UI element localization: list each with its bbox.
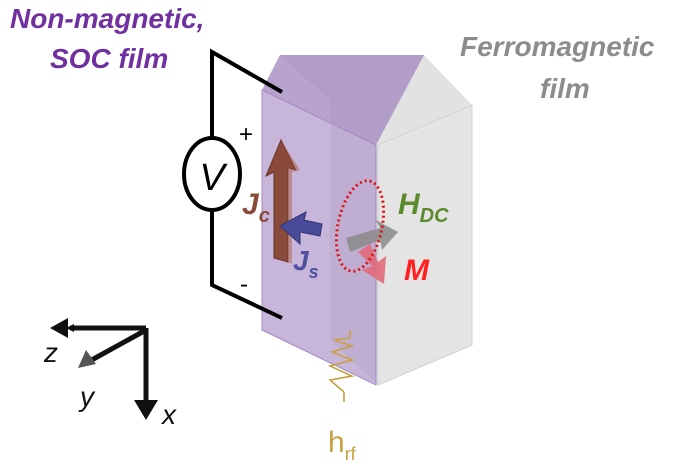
x-arrowhead <box>134 400 158 420</box>
z-arrowhead <box>50 318 68 338</box>
nonmagnetic-label-line2: SOC film <box>50 43 168 74</box>
spin-current-label: Js <box>293 245 319 282</box>
rf-coil-icon <box>327 337 355 393</box>
nonmagnetic-label-line1: Non-magnetic, <box>10 3 204 34</box>
axis-z-label: z <box>43 337 58 368</box>
minus-terminal-label: - <box>240 271 248 298</box>
dc-field-label: HDC <box>398 188 449 227</box>
ferromagnetic-label-line1: Ferromagnetic <box>460 31 655 62</box>
coordinate-axes <box>66 324 150 409</box>
voltmeter-label: V <box>199 157 228 199</box>
ferromagnetic-label-line2: film <box>540 73 590 104</box>
axis-y-label: y <box>78 381 96 412</box>
axis-x-label: x <box>160 399 177 430</box>
rf-field-label: hrf <box>328 426 357 464</box>
charge-current-label: Jc <box>242 188 270 227</box>
plus-terminal-label: + <box>239 121 253 148</box>
dc-field-arrow <box>346 220 398 252</box>
charge-current-arrow <box>265 138 300 264</box>
voltmeter-icon <box>182 136 242 212</box>
magnetization-label: M <box>404 254 430 287</box>
rf-coil-leads <box>343 330 351 402</box>
y-arrowhead <box>78 350 96 368</box>
circuit-wires <box>210 48 283 320</box>
magnetization-arrow <box>358 244 386 284</box>
spin-current-arrow <box>279 211 323 246</box>
